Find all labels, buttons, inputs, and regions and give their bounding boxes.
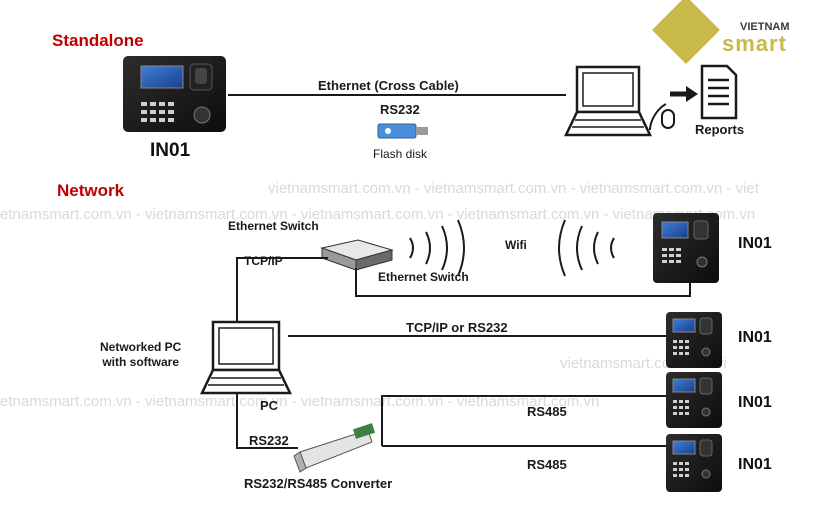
watermark-text: etnamsmart.com.vn - vietnamsmart.com.vn … bbox=[0, 393, 600, 410]
watermark-text: etnamsmart.com.vn - vietnamsmart.com.vn … bbox=[0, 206, 756, 223]
tcpip-device-name: IN01 bbox=[738, 329, 772, 346]
rs485-label-2: RS485 bbox=[527, 457, 567, 472]
reports-document-icon bbox=[700, 64, 738, 120]
ethernet-switch-top-label: Ethernet Switch bbox=[228, 219, 319, 233]
wifi-waves-left-icon bbox=[409, 219, 465, 277]
wifi-waves-right-icon bbox=[558, 219, 615, 277]
mouse-icon bbox=[649, 103, 675, 131]
rs485-label-1: RS485 bbox=[527, 404, 567, 419]
flash-disk-label: Flash disk bbox=[373, 147, 428, 161]
ethernet-switch-bottom-label: Ethernet Switch bbox=[378, 270, 469, 284]
standalone-device-name: IN01 bbox=[150, 140, 191, 161]
network-rs232-label: RS232 bbox=[249, 433, 289, 448]
ethernet-cross-cable-label: Ethernet (Cross Cable) bbox=[318, 78, 459, 93]
networked-pc-laptop-icon bbox=[200, 320, 292, 395]
rs485-device-1-icon bbox=[666, 372, 722, 428]
standalone-laptop-icon bbox=[564, 65, 652, 137]
tcpip-or-rs232-label: TCP/IP or RS232 bbox=[406, 320, 508, 335]
flash-disk-icon bbox=[377, 123, 428, 139]
wifi-device-icon bbox=[653, 213, 719, 283]
tcpip-label: TCP/IP bbox=[244, 254, 283, 268]
ethernet-switch-icon bbox=[320, 239, 394, 271]
standalone-device-icon bbox=[123, 56, 226, 132]
converter-label: RS232/RS485 Converter bbox=[244, 476, 393, 491]
watermark-text: vietnamsmart.com.vn - vietnamsmart.com.v… bbox=[268, 180, 759, 197]
wifi-device-name: IN01 bbox=[738, 235, 772, 252]
standalone-section-title: Standalone bbox=[52, 31, 144, 50]
reports-label: Reports bbox=[695, 122, 745, 137]
wifi-label: Wifi bbox=[505, 238, 527, 252]
networked-pc-label: Networked PC with software bbox=[100, 340, 182, 369]
arrow-right-icon bbox=[670, 86, 698, 102]
rs485-device-1-name: IN01 bbox=[738, 394, 772, 411]
brand-logo-top: VIETNAM bbox=[740, 21, 790, 33]
rs232-rs485-converter-icon bbox=[293, 423, 376, 473]
pc-label: PC bbox=[260, 398, 279, 413]
tcpip-device-icon bbox=[666, 312, 722, 368]
brand-logo-main: smart bbox=[722, 31, 787, 56]
network-section-title: Network bbox=[57, 181, 125, 200]
rs485-device-2-icon bbox=[666, 434, 722, 492]
standalone-rs232-label: RS232 bbox=[380, 102, 420, 117]
rs485-device-2-name: IN01 bbox=[738, 456, 772, 473]
